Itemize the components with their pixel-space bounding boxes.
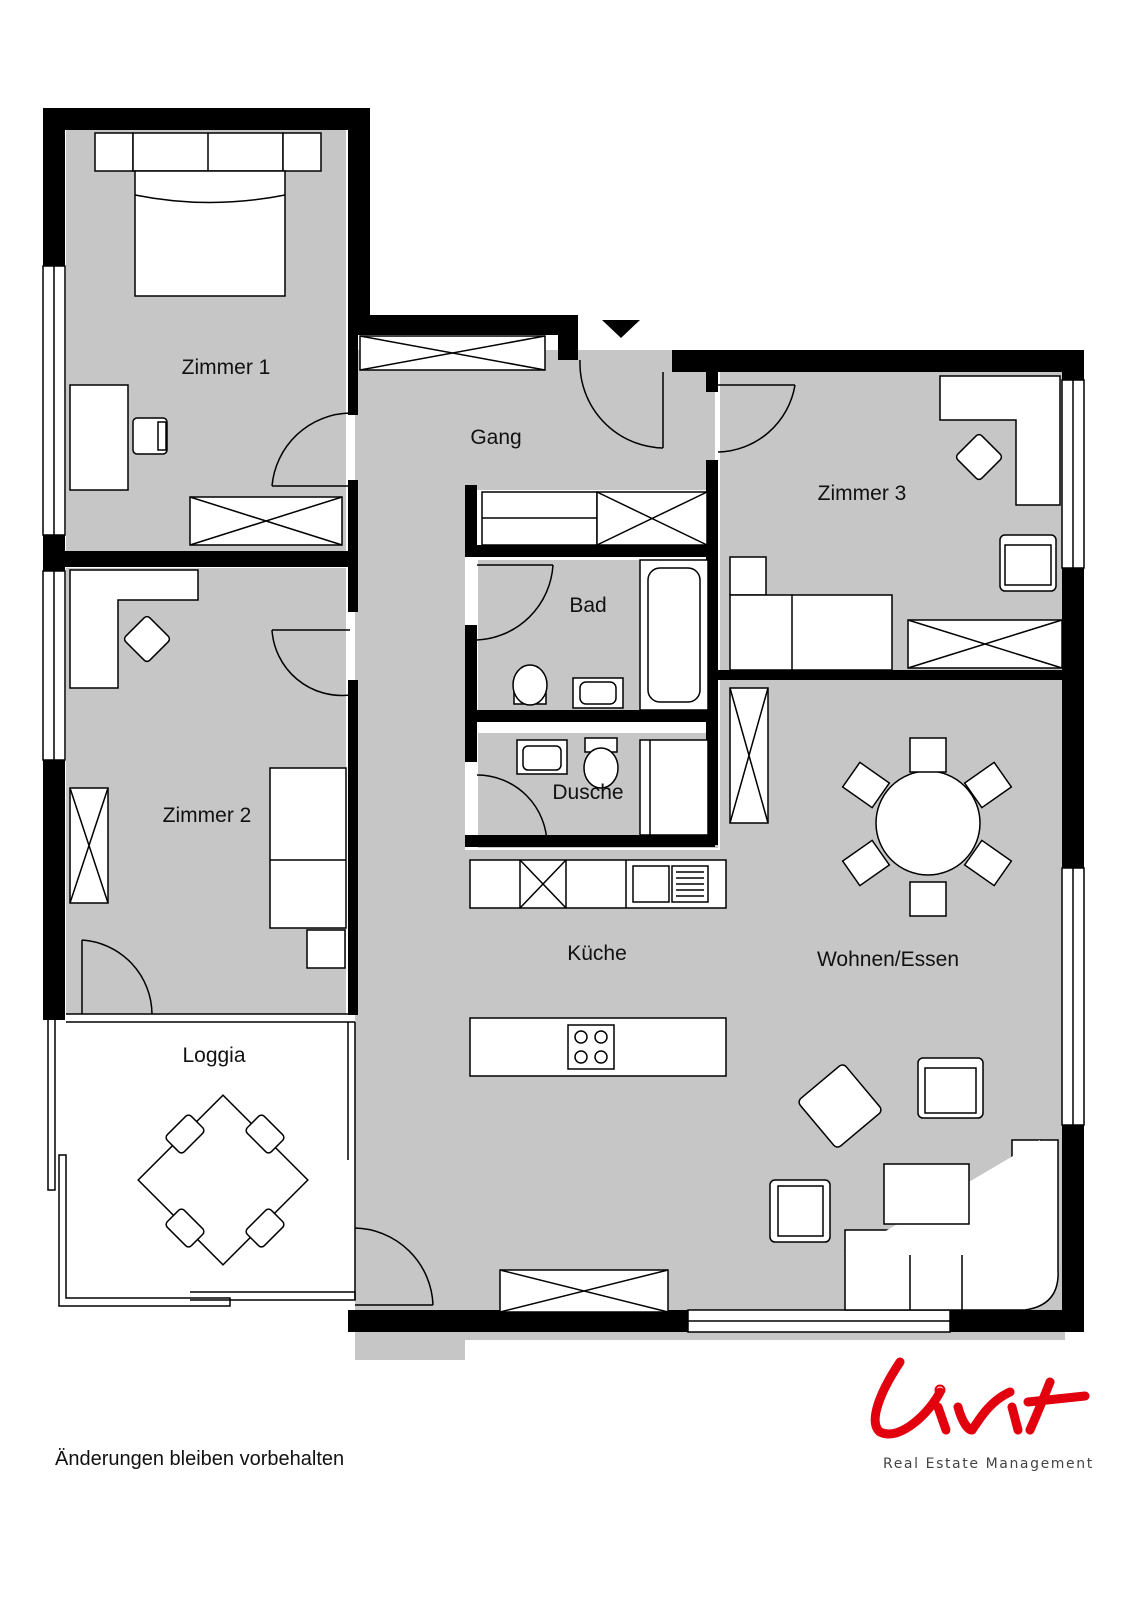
- bad-closet-icon: [481, 491, 708, 546]
- entrance-arrow-icon: [602, 320, 640, 338]
- living-wardrobe-icon: [499, 1269, 669, 1313]
- corner-desk-icon: [939, 375, 1061, 506]
- desk-icon: [69, 384, 168, 491]
- room-label-kueche: Küche: [567, 942, 627, 965]
- room-label-wohnen: Wohnen/Essen: [817, 948, 959, 971]
- room-label-dusche: Dusche: [552, 781, 623, 804]
- kitchen-counter-icon: [469, 859, 727, 909]
- walls: [43, 108, 1084, 1332]
- single-bed-icon: [729, 556, 893, 671]
- room-label-zimmer3: Zimmer 3: [818, 482, 907, 505]
- room-label-gang: Gang: [470, 426, 521, 449]
- double-bed-icon: [94, 132, 322, 297]
- dusche-sink-icon: [516, 739, 568, 775]
- living-armchair-icon: [769, 1057, 984, 1243]
- dining-table-icon: [841, 737, 1013, 917]
- z2-corner-desk-icon: [69, 569, 199, 689]
- room-label-loggia: Loggia: [182, 1044, 245, 1067]
- room-label-zimmer1: Zimmer 1: [182, 356, 271, 379]
- disclaimer-text: Änderungen bleiben vorbehalten: [55, 1448, 345, 1470]
- windows: [42, 265, 1085, 1333]
- z2-bed-icon: [269, 767, 347, 969]
- dusche-toilet-icon: [583, 737, 619, 789]
- armchair-icon: [999, 534, 1057, 592]
- shower-icon: [639, 739, 709, 836]
- doors: [81, 359, 796, 1306]
- kitchen-fridge-icon: [729, 687, 769, 824]
- kitchen-island-icon: [469, 1017, 727, 1077]
- hall-closet-icon: [359, 335, 546, 371]
- livit-logo: [870, 1357, 1090, 1439]
- wardrobe-icon: [189, 496, 343, 546]
- logo-tagline: Real Estate Management: [883, 1456, 1094, 1472]
- bathtub-icon: [639, 559, 709, 711]
- sink-icon: [572, 677, 624, 709]
- loggia-structure: [47, 1013, 356, 1307]
- z2-wardrobe-icon: [69, 787, 109, 904]
- toilet-icon: [512, 664, 548, 706]
- room-label-bad: Bad: [569, 594, 606, 617]
- zimmer3-wardrobe-icon: [907, 619, 1063, 669]
- loggia-table-icon: [137, 1094, 309, 1266]
- room-label-zimmer2: Zimmer 2: [163, 804, 252, 827]
- sofa-icon: [844, 1139, 1059, 1311]
- furniture: [69, 132, 1063, 1313]
- coffee-table-icon: [883, 1163, 970, 1225]
